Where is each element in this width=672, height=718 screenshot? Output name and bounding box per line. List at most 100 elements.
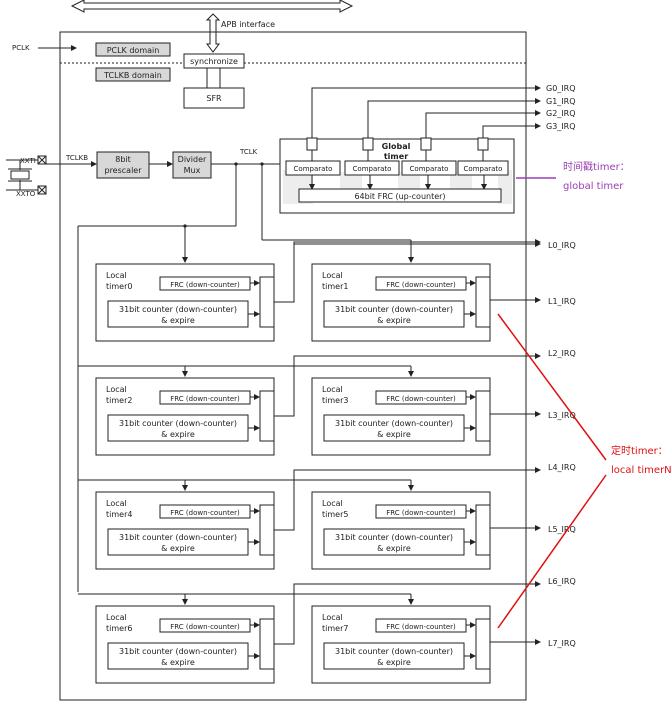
divider-box	[172, 151, 212, 179]
local-timer-title-2: timer5	[322, 510, 348, 519]
local-annotation-pointer-bottom	[497, 474, 607, 629]
local-interface-bar	[475, 618, 491, 670]
tclkb-label: TCLKB	[65, 154, 88, 162]
global-frc-label: 64bit FRC (up-counter)	[354, 192, 445, 201]
crystal-icon	[10, 170, 30, 180]
local-timer-title-1: Local	[322, 499, 343, 508]
local-timer-title-1: Local	[106, 499, 127, 508]
sfr-box	[183, 87, 245, 109]
comp-reg-1	[362, 137, 374, 151]
divider-line2: Mux	[184, 166, 201, 175]
comparator-1-label: Comparato	[353, 165, 392, 173]
sync-sfr-link	[206, 67, 221, 89]
pclk-domain-label: PCLK domain	[107, 46, 160, 55]
local-counter-line2: & expire	[161, 316, 195, 325]
local-counter-line1: 31bit counter (down-counter)	[119, 419, 237, 428]
comparator-3	[457, 160, 509, 176]
local-interface-bar	[475, 276, 491, 328]
local-timer-title-1: Local	[322, 271, 343, 280]
local-irq-out	[274, 581, 541, 645]
local-annotation-pointer-top	[497, 313, 607, 461]
l7-irq-label: L7_IRQ	[548, 639, 576, 648]
local-frc-label: FRC (down-counter)	[386, 395, 456, 403]
local-counter-line2: & expire	[161, 430, 195, 439]
local-interface-bar	[475, 504, 491, 556]
global-annotation-line2: global timer	[563, 181, 624, 192]
g1-irq-label: G1_IRQ	[546, 97, 576, 106]
local-frc-label: FRC (down-counter)	[170, 395, 240, 403]
local-counter-box	[107, 642, 249, 670]
prescaler-line2: prescaler	[104, 166, 142, 175]
xxto-label: XXTO	[16, 190, 36, 198]
synchronize-label: synchronize	[190, 57, 238, 66]
local-interface-bar	[259, 618, 275, 670]
local-timer-5: Local timer5 FRC (down-counter) 31bit count…	[78, 479, 541, 570]
global-timer-title-2: timer	[384, 152, 408, 161]
local-timer-4: Local timer4 FRC (down-counter) 31bit count…	[78, 467, 541, 570]
prescaler-box	[96, 151, 150, 179]
local-counter-line1: 31bit counter (down-counter)	[119, 533, 237, 542]
apb-interface-label: APB interface	[221, 20, 275, 29]
local-timer-title-2: timer0	[106, 282, 132, 291]
local-frc-label: FRC (down-counter)	[170, 281, 240, 289]
global-frc-box	[298, 188, 502, 203]
g2-irq-line	[425, 110, 541, 138]
local-frc-label: FRC (down-counter)	[386, 281, 456, 289]
local-interface-bar	[259, 504, 275, 556]
tclkb-domain-label: TCLKB domain	[103, 71, 162, 80]
local-timer-title-2: timer3	[322, 396, 348, 405]
prescaler-line1: 8bit	[115, 155, 131, 164]
l6-irq-label: L6_IRQ	[548, 577, 576, 586]
comparator-2-label: Comparato	[410, 165, 449, 173]
comparator-3-label: Comparato	[464, 165, 503, 173]
pclk-label: PCLK	[12, 44, 30, 52]
local-counter-line2: & expire	[377, 658, 411, 667]
local-timer-title-2: timer4	[106, 510, 132, 519]
l1-irq-label: L1_IRQ	[548, 297, 576, 306]
local-timer-title-1: Local	[322, 385, 343, 394]
local-frc-label: FRC (down-counter)	[386, 509, 456, 517]
l0-irq-label: L0_IRQ	[548, 241, 576, 250]
local-interface-bar	[259, 276, 275, 328]
divider-line1: Divider	[178, 155, 207, 164]
local-annotation-line2: local timerN	[611, 465, 672, 476]
local-interface-bar	[475, 390, 491, 442]
local-counter-box	[323, 414, 465, 442]
main-outline	[59, 31, 527, 701]
local-irq-out	[274, 353, 541, 417]
local-counter-line2: & expire	[377, 544, 411, 553]
g2-irq-label: G2_IRQ	[546, 109, 576, 118]
local-frc-label: FRC (down-counter)	[386, 623, 456, 631]
apb-bus-arrow	[70, 0, 354, 13]
l4-irq-label: L4_IRQ	[548, 463, 576, 472]
local-counter-line1: 31bit counter (down-counter)	[335, 305, 453, 314]
apb-vertical-arrow	[205, 13, 221, 53]
local-timer-title-1: Local	[106, 385, 127, 394]
global-irq-lines	[311, 85, 541, 138]
g1-irq-line	[367, 98, 541, 138]
local-counter-box	[323, 528, 465, 556]
local-timer-title-1: Local	[106, 271, 127, 280]
local-counter-line2: & expire	[377, 316, 411, 325]
l3-irq-label: L3_IRQ	[548, 411, 576, 420]
local-counter-line1: 31bit counter (down-counter)	[335, 647, 453, 656]
comparator-0	[285, 160, 341, 176]
g0-irq-line	[311, 85, 541, 138]
local-timer-title-1: Local	[106, 613, 127, 622]
local-frc-label: FRC (down-counter)	[170, 509, 240, 517]
comparator-2	[401, 160, 457, 176]
global-comparators: Comparato Comparato Comparato Comparato	[285, 137, 509, 190]
local-timer-title-2: timer2	[106, 396, 132, 405]
l2-irq-label: L2_IRQ	[548, 349, 576, 358]
global-timer-title-1: Global	[382, 142, 411, 151]
l5-irq-label: L5_IRQ	[548, 525, 576, 534]
local-irq-out	[274, 467, 541, 531]
l0-irq-line	[274, 241, 541, 303]
local-counter-box	[107, 528, 249, 556]
local-counter-line1: 31bit counter (down-counter)	[119, 305, 237, 314]
local-counter-line2: & expire	[161, 658, 195, 667]
